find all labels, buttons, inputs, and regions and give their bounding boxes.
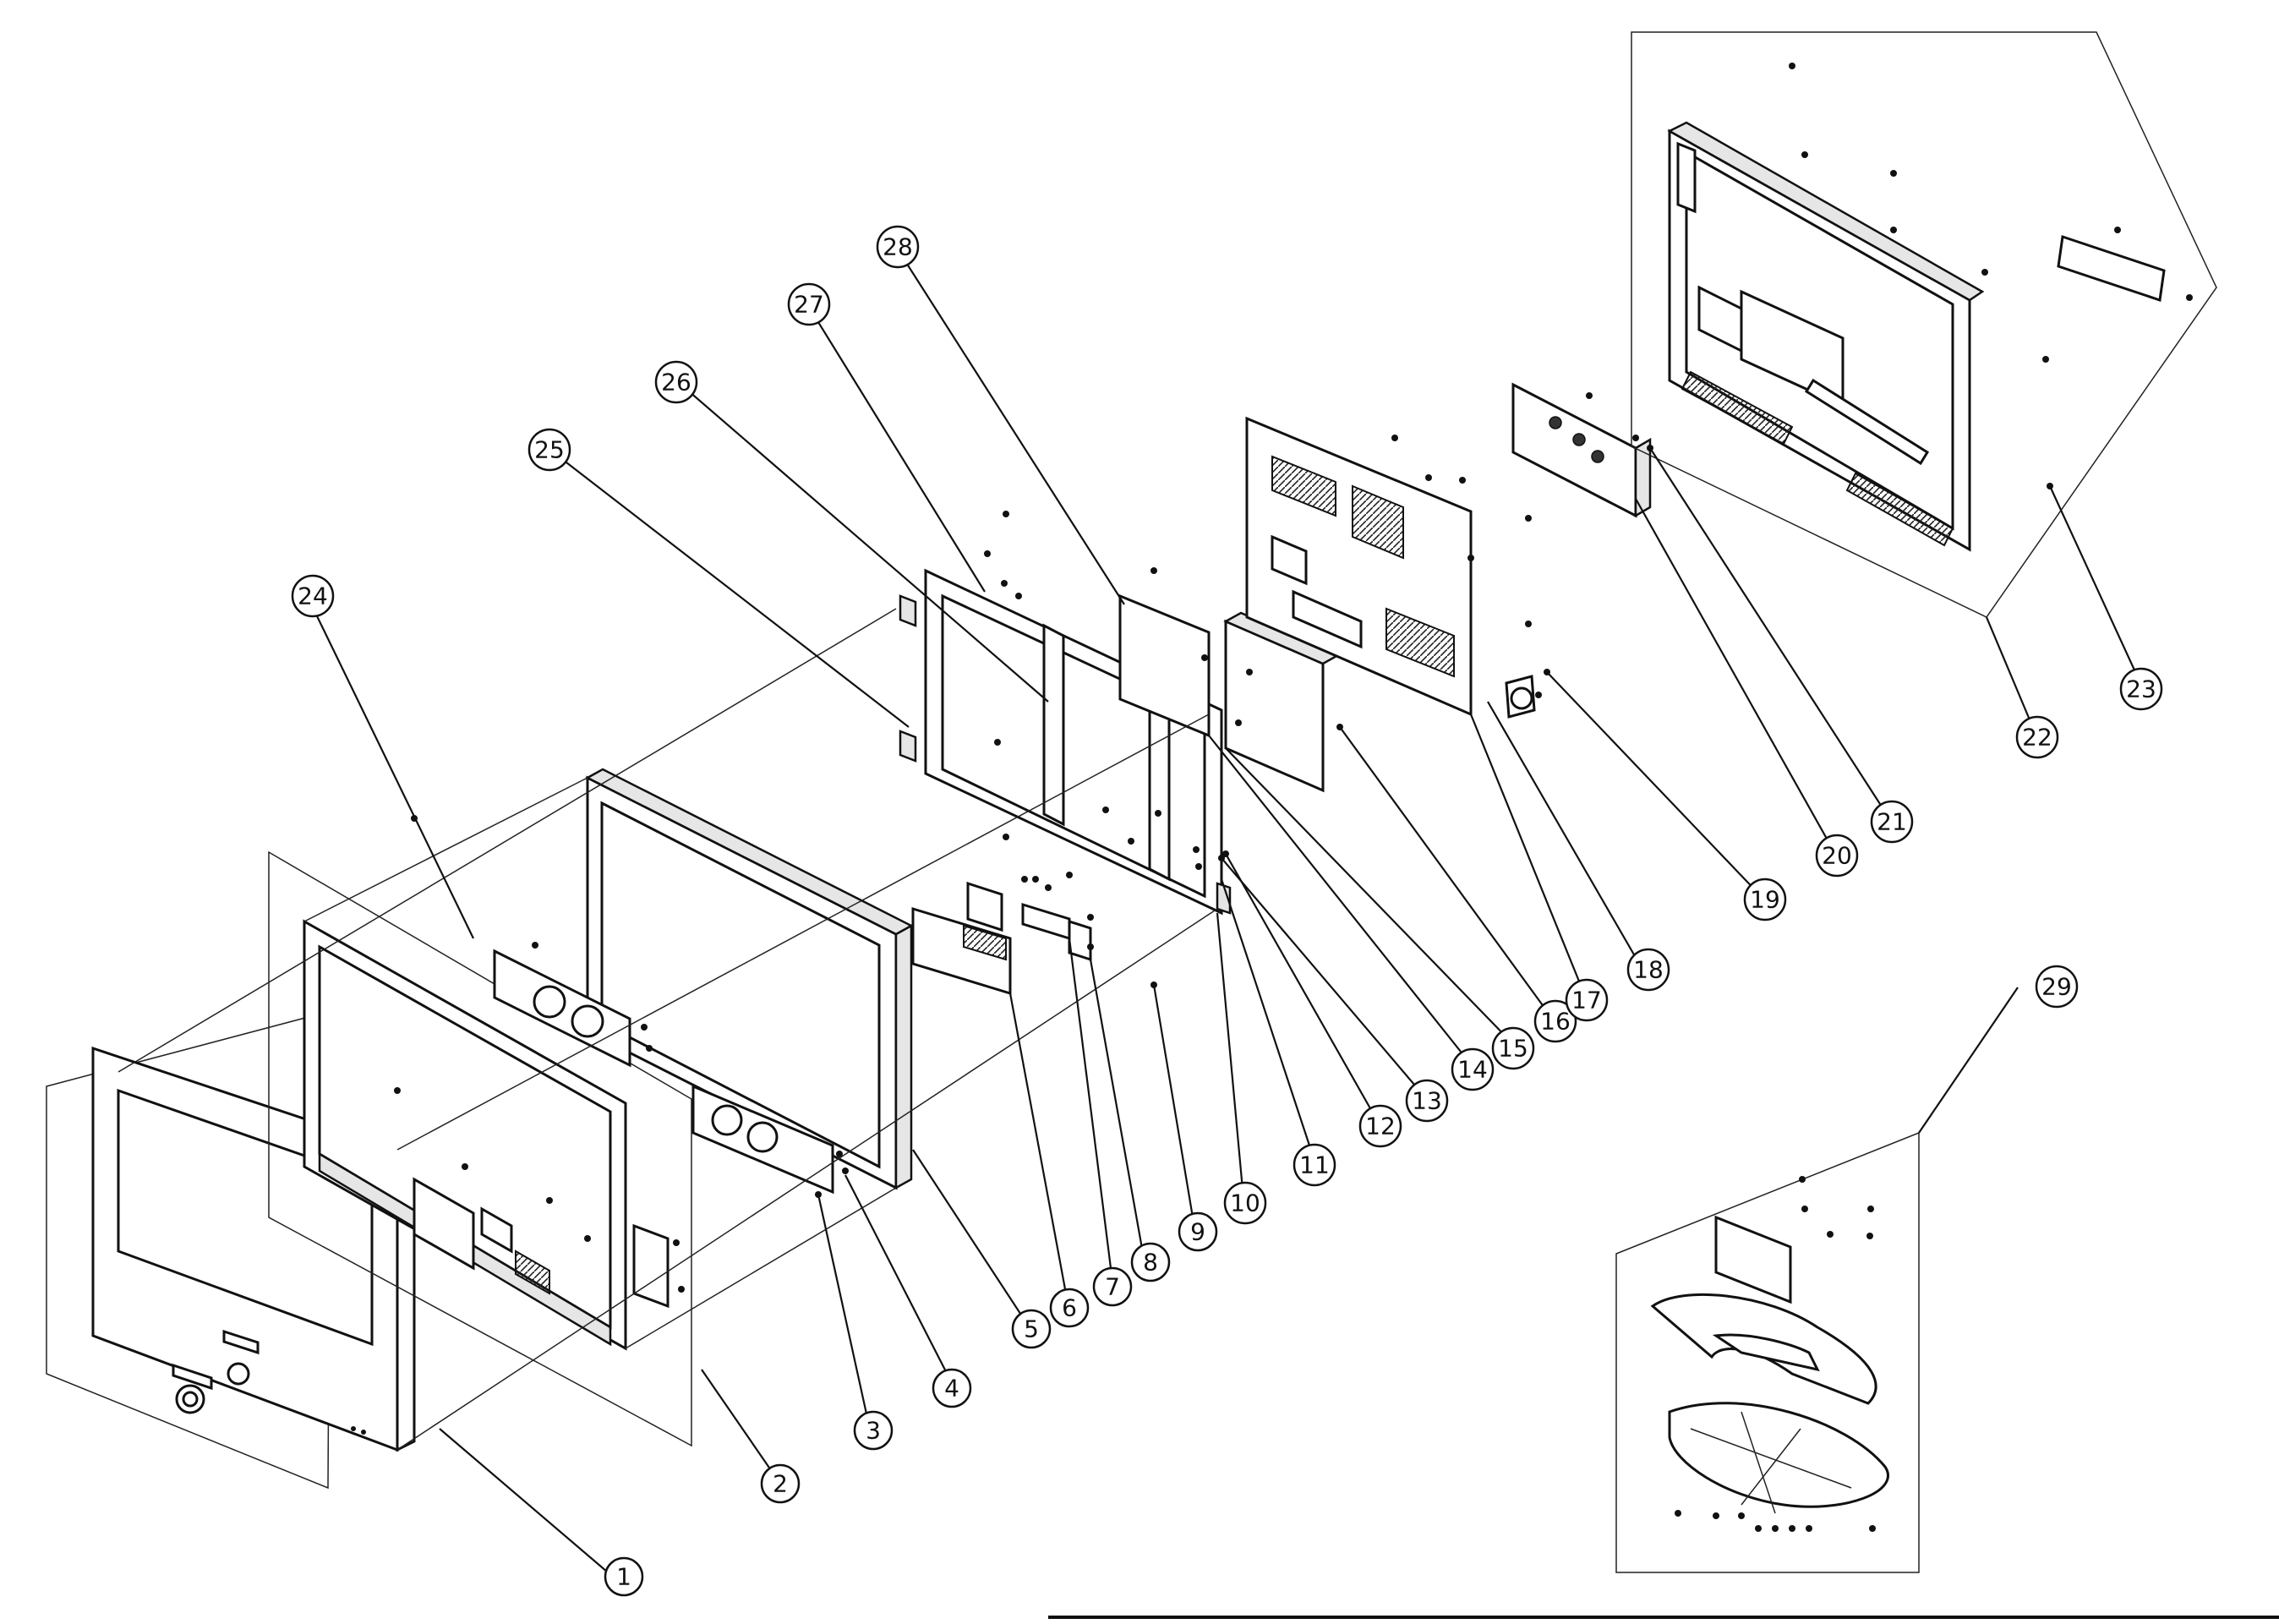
callout-15: 15 [1491, 1026, 1535, 1070]
callout-28: 28 [876, 225, 920, 269]
callout-23: 23 [2119, 667, 2163, 711]
callout-11: 11 [1293, 1143, 1336, 1187]
leader-lines [305, 249, 2142, 1578]
callout-2: 2 [760, 1463, 801, 1504]
callout-24: 24 [291, 574, 335, 618]
callout-13: 13 [1405, 1079, 1449, 1123]
callout-1: 1 [604, 1556, 644, 1597]
callout-4: 4 [932, 1368, 972, 1408]
callout-label-23: 23 [2126, 675, 2156, 703]
speaker-left [493, 942, 653, 1068]
callout-label-1: 1 [616, 1563, 631, 1591]
callout-26: 26 [654, 360, 698, 404]
callout-label-14: 14 [1457, 1056, 1488, 1084]
small-component-19 [1505, 669, 1550, 719]
inner-frame [268, 815, 692, 1447]
callout-label-20: 20 [1822, 842, 1852, 870]
callout-label-16: 16 [1540, 1008, 1571, 1036]
callout-label-15: 15 [1498, 1035, 1528, 1063]
speaker-right [691, 1084, 849, 1198]
callout-10: 10 [1223, 1181, 1267, 1225]
callout-17: 17 [1565, 978, 1609, 1022]
callout-label-21: 21 [1877, 808, 1907, 836]
callout-label-17: 17 [1571, 987, 1602, 1014]
callout-label-13: 13 [1412, 1087, 1442, 1115]
metal-frame [899, 511, 1225, 916]
callout-16: 16 [1533, 999, 1577, 1043]
stand [1615, 1131, 1920, 1573]
lcd-panel [585, 768, 914, 1190]
main-board [1245, 416, 1532, 717]
callout-22: 22 [2015, 715, 2059, 759]
callout-5: 5 [1011, 1309, 1052, 1349]
callout-label-3: 3 [866, 1417, 881, 1445]
group-outline-29 [1615, 1131, 1920, 1573]
callout-label-11: 11 [1299, 1151, 1330, 1179]
callout-label-4: 4 [944, 1375, 959, 1403]
callout-label-6: 6 [1062, 1294, 1077, 1322]
callout-3: 3 [853, 1410, 894, 1451]
callout-14: 14 [1451, 1047, 1495, 1091]
callout-label-8: 8 [1143, 1249, 1158, 1277]
callout-label-18: 18 [1633, 956, 1664, 984]
callout-label-25: 25 [534, 436, 565, 464]
callout-label-9: 9 [1190, 1218, 1205, 1246]
callout-18: 18 [1626, 948, 1670, 992]
callout-label-24: 24 [298, 582, 328, 610]
guide-lines [118, 608, 1218, 1451]
callout-label-26: 26 [661, 369, 691, 396]
callout-label-5: 5 [1024, 1315, 1039, 1343]
callout-27: 27 [787, 282, 831, 326]
callout-6: 6 [1049, 1288, 1090, 1328]
callout-9: 9 [1178, 1211, 1218, 1252]
callout-label-29: 29 [2041, 973, 2072, 1001]
callout-label-28: 28 [883, 233, 913, 261]
callout-12: 12 [1358, 1104, 1402, 1148]
rear-cover [1631, 31, 2217, 618]
callouts: 1 2 3 4 5 6 7 8 9 10 11 12 13 14 15 16 1… [291, 225, 2163, 1597]
callout-label-19: 19 [1750, 886, 1780, 914]
callout-21: 21 [1870, 800, 1914, 844]
callout-29: 29 [2035, 965, 2079, 1009]
group-outline-22 [1631, 31, 2217, 618]
callout-20: 20 [1815, 834, 1859, 878]
callout-19: 19 [1743, 878, 1787, 921]
callout-25: 25 [527, 428, 571, 472]
shield-plates [1118, 567, 1343, 793]
callout-8: 8 [1130, 1242, 1171, 1282]
callout-label-2: 2 [773, 1470, 788, 1498]
io-board [1511, 382, 1653, 518]
callout-label-7: 7 [1105, 1273, 1120, 1301]
callout-label-12: 12 [1365, 1113, 1396, 1140]
callout-label-27: 27 [794, 291, 824, 319]
callout-7: 7 [1092, 1266, 1133, 1307]
callout-label-10: 10 [1230, 1189, 1260, 1217]
callout-label-22: 22 [2022, 724, 2052, 752]
